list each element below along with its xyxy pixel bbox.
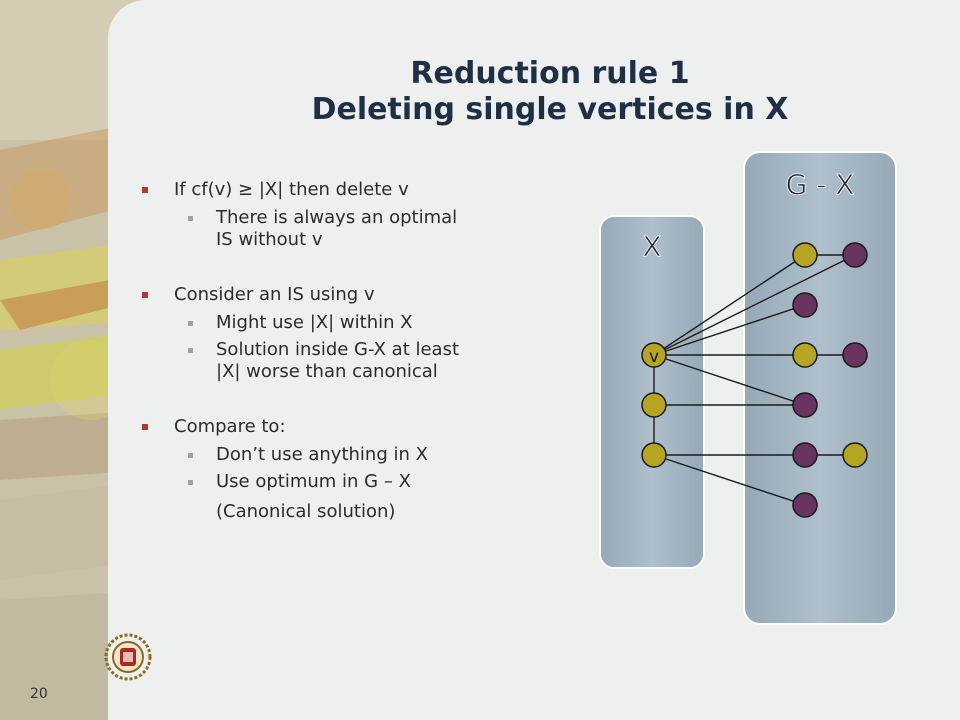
set-x-label: X <box>642 230 661 263</box>
bullet-2-sub-2-line-1: Solution inside G-X at least <box>216 339 460 360</box>
edge <box>653 304 806 356</box>
vertex-v <box>641 342 667 368</box>
vertex-gx-yellow-2 <box>792 342 818 368</box>
bullet-1-sub-1-line-2: IS without v <box>216 229 323 250</box>
bullet-3: Compare to: <box>140 415 540 439</box>
university-seal-logo <box>103 632 153 682</box>
vertex-gx-purple-5 <box>792 442 818 468</box>
vertex-gx-purple-3 <box>842 342 868 368</box>
edge <box>653 354 806 406</box>
bullet-3-sub-2: Use optimum in G – X <box>140 471 540 493</box>
vertex-x-3 <box>641 442 667 468</box>
vertex-gx-purple-1 <box>842 242 868 268</box>
bullet-2: Consider an IS using v <box>140 283 540 307</box>
set-g-minus-x-label: G - X <box>786 168 855 201</box>
page-number: 20 <box>30 686 48 702</box>
vertex-gx-purple-6 <box>792 492 818 518</box>
vertex-gx-yellow-3 <box>842 442 868 468</box>
edge <box>653 254 806 356</box>
title-line-1: Reduction rule 1 <box>410 56 690 91</box>
bullet-1-sub-1-line-1: There is always an optimal <box>216 207 458 228</box>
bullet-2-sub-2: Solution inside G-X at least |X| worse t… <box>140 339 540 383</box>
bullet-list: If cf(v) ≥ |X| then delete v There is al… <box>140 178 540 523</box>
edge <box>653 454 806 506</box>
vertex-v-label: v <box>649 347 659 367</box>
slide-title: Reduction rule 1 Deleting single vertice… <box>230 56 870 128</box>
title-line-2: Deleting single vertices in X <box>311 92 789 127</box>
edge <box>653 254 856 356</box>
bullet-2-sub-1: Might use |X| within X <box>140 312 540 334</box>
vertex-gx-yellow-1 <box>792 242 818 268</box>
vertex-gx-purple-2 <box>792 292 818 318</box>
bullet-1-sub-1: There is always an optimal IS without v <box>140 207 540 251</box>
bullet-3-sub-1: Don’t use anything in X <box>140 444 540 466</box>
vertex-gx-purple-4 <box>792 392 818 418</box>
vertex-x-2 <box>641 392 667 418</box>
bullet-3-sub-3: (Canonical solution) <box>216 501 396 522</box>
set-x-box <box>599 215 705 569</box>
bullet-1: If cf(v) ≥ |X| then delete v <box>140 178 540 202</box>
bullet-2-sub-2-line-2: |X| worse than canonical <box>216 361 438 382</box>
set-g-minus-x-box <box>743 151 897 625</box>
